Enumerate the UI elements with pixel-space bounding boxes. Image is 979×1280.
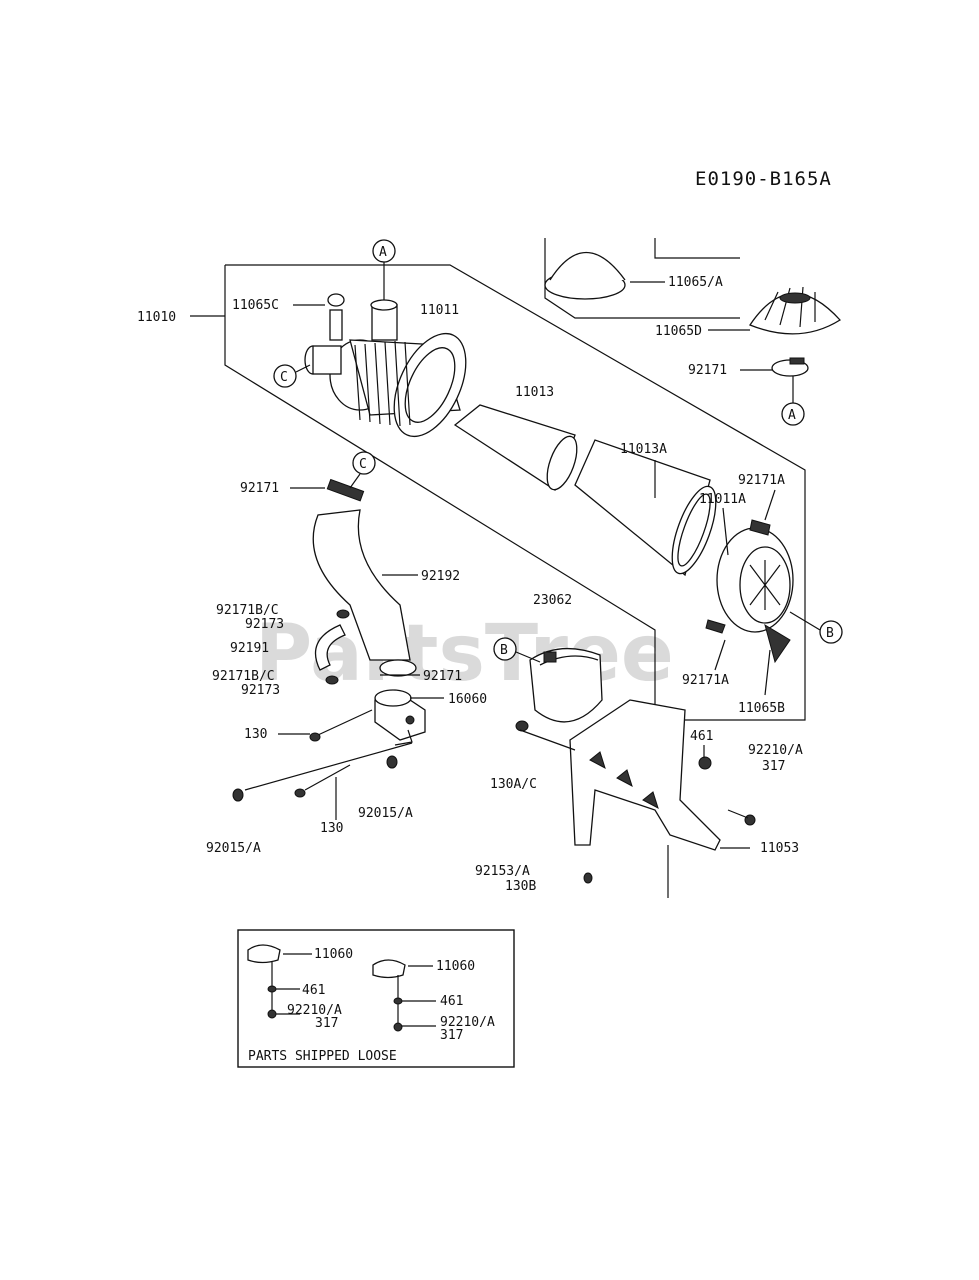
bolts-130 — [232, 709, 413, 802]
parts-shipped-loose-box: 11060 461 92210/A 317 11060 461 92210/A … — [237, 929, 515, 1068]
label-92173-1: 92173 — [245, 617, 284, 632]
label-92210a: 92210/A — [748, 743, 803, 758]
clamp-top — [771, 357, 809, 377]
label-92191: 92191 — [230, 641, 269, 656]
callout-a-top: A — [372, 239, 396, 300]
svg-text:A: A — [379, 245, 387, 260]
callout-c-hose: C — [349, 451, 376, 489]
label-11065d: 11065D — [655, 324, 702, 339]
rain-cap — [544, 252, 626, 300]
label-130ac: 130A/C — [490, 777, 537, 792]
svg-text:B: B — [500, 643, 508, 658]
label-92015a-1: 92015/A — [358, 806, 413, 821]
label-92192: 92192 — [421, 569, 460, 584]
callout-b-right: B — [819, 620, 843, 644]
air-cleaner-cover — [705, 519, 794, 664]
small-hose — [314, 609, 350, 685]
svg-text:C: C — [359, 457, 367, 472]
label-11013a: 11013A — [620, 442, 667, 457]
label-461: 461 — [690, 729, 713, 744]
svg-text:B: B — [826, 626, 834, 641]
label-92171-top: 92171 — [688, 363, 727, 378]
label-11065a: 11065/A — [668, 275, 723, 290]
label-92015a-2: 92015/A — [206, 841, 261, 856]
air-cleaner-body — [304, 293, 467, 438]
label-11011a: 11011A — [699, 492, 746, 507]
cap-bracket — [544, 238, 740, 319]
label-130-b: 130 — [320, 821, 343, 836]
svg-text:92210/A: 92210/A — [287, 1003, 342, 1018]
diagram-reference-code: E0190-B165A — [695, 168, 832, 190]
label-92171a-top: 92171A — [738, 473, 785, 488]
leader-lines — [190, 281, 821, 849]
mounting-bracket — [569, 699, 756, 898]
label-11013: 11013 — [515, 385, 554, 400]
svg-text:A: A — [788, 408, 796, 423]
svg-text:317: 317 — [315, 1016, 338, 1031]
label-11053: 11053 — [760, 841, 799, 856]
label-92173-2: 92173 — [241, 683, 280, 698]
label-16060: 16060 — [448, 692, 487, 707]
cap-bracket-top — [654, 238, 740, 259]
label-11065c: 11065C — [232, 298, 279, 313]
label-92153a: 92153/A — [475, 864, 530, 879]
shroud — [515, 647, 603, 732]
label-92171a-bot: 92171A — [682, 673, 729, 688]
inner-filter — [453, 404, 578, 491]
loose-title: PARTS SHIPPED LOOSE — [248, 1049, 397, 1064]
svg-text:92210/A: 92210/A — [440, 1015, 495, 1030]
callout-a-right: A — [781, 376, 805, 426]
throttle-body — [374, 689, 426, 741]
svg-text:317: 317 — [440, 1028, 463, 1043]
callout-c-top: C — [273, 364, 311, 388]
label-11065b: 11065B — [738, 701, 785, 716]
assembly-outline — [224, 264, 806, 721]
label-11010: 11010 — [137, 310, 176, 325]
cap-screen — [749, 286, 842, 335]
label-92171bc-1: 92171B/C — [216, 603, 279, 618]
svg-text:11060: 11060 — [436, 959, 475, 974]
label-11011: 11011 — [420, 303, 459, 318]
svg-text:461: 461 — [302, 983, 325, 998]
svg-text:461: 461 — [440, 994, 463, 1009]
label-92171bc-2: 92171B/C — [212, 669, 275, 684]
callout-b-shroud: B — [493, 637, 541, 663]
label-130b: 130B — [505, 879, 536, 894]
label-92171-left: 92171 — [240, 481, 279, 496]
svg-text:11060: 11060 — [314, 947, 353, 962]
outer-filter — [574, 439, 717, 577]
label-23062: 23062 — [533, 593, 572, 608]
label-317: 317 — [762, 759, 785, 774]
label-130-a: 130 — [244, 727, 267, 742]
svg-text:C: C — [280, 370, 288, 385]
label-92171-mid: 92171 — [423, 669, 462, 684]
intake-hose — [312, 478, 417, 677]
